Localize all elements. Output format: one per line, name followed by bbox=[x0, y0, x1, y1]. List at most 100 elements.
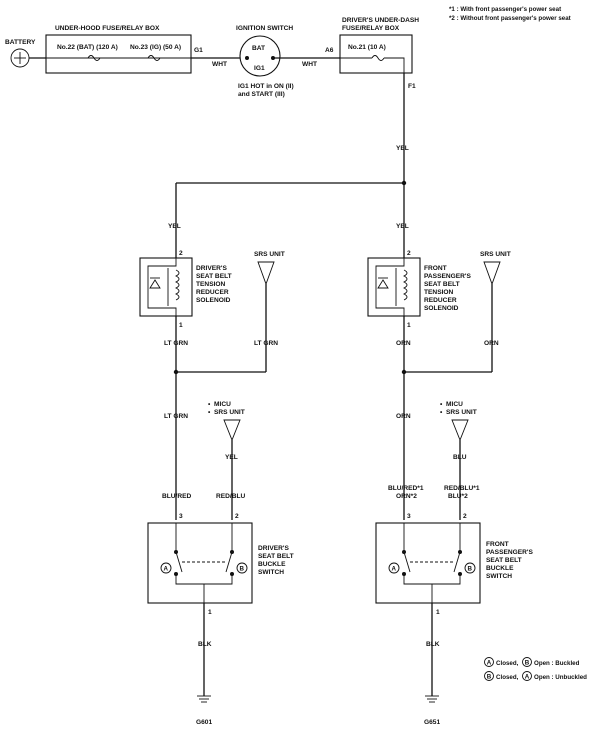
passenger-micu-label: MICU bbox=[446, 401, 463, 408]
ignition-switch-symbol bbox=[239, 35, 281, 77]
wire-label-orn-srs: ORN bbox=[484, 340, 499, 347]
passenger-solenoid-pin-2: 2 bbox=[407, 250, 411, 257]
wire-label-orn-2: ORN bbox=[396, 413, 411, 420]
passenger-solenoid-l5: REDUCER bbox=[424, 297, 457, 304]
connector-g1: G1 bbox=[194, 47, 203, 54]
passenger-solenoid-box bbox=[367, 257, 421, 317]
ignition-switch-title: IGNITION SWITCH bbox=[236, 25, 293, 32]
passenger-micu-srs-label: SRS UNIT bbox=[446, 409, 477, 416]
passenger-solenoid-pin-1: 1 bbox=[407, 322, 411, 329]
wire-label-blu-red-1: BLU/RED*1 bbox=[388, 485, 424, 492]
driver-contact-b: B bbox=[240, 566, 245, 573]
passenger-micu-bullet-2: • bbox=[440, 409, 443, 416]
driver-micu-label: MICU bbox=[214, 401, 231, 408]
passenger-srs-unit-label: SRS UNIT bbox=[480, 251, 511, 258]
driver-buckle-l2: SEAT BELT bbox=[258, 553, 294, 560]
legend-b-1: B bbox=[525, 659, 530, 666]
dash-box-title-1: DRIVER'S UNDER-DASH bbox=[342, 17, 419, 24]
wire-label-wht-1: WHT bbox=[212, 61, 227, 68]
wire-label-yel-main: YEL bbox=[396, 145, 409, 152]
wire-label-ltgrn-2: LT GRN bbox=[164, 413, 188, 420]
legend-row2-b: Open : Unbuckled bbox=[534, 674, 587, 681]
passenger-buckle-pin-1: 1 bbox=[436, 609, 440, 616]
passenger-srs-unit-symbol bbox=[483, 261, 501, 286]
passenger-contact-b-icon bbox=[464, 562, 476, 574]
passenger-buckle-l3: SEAT BELT bbox=[486, 557, 522, 564]
battery-symbol bbox=[10, 48, 30, 68]
passenger-contact-b: B bbox=[468, 566, 473, 573]
fuse-bat-label: No.22 (BAT) (120 A) bbox=[57, 44, 118, 51]
driver-buckle-l3: BUCKLE bbox=[258, 561, 286, 568]
splice-yel bbox=[401, 180, 407, 186]
passenger-buckle-switch bbox=[402, 523, 462, 603]
driver-buckle-pin-3: 3 bbox=[179, 513, 183, 520]
footnote-1: *1 : With front passenger's power seat bbox=[449, 6, 561, 13]
connector-f1: F1 bbox=[408, 83, 416, 90]
ground-g601: G601 bbox=[196, 719, 212, 726]
ground-g651: G651 bbox=[424, 719, 440, 726]
driver-srs-unit-label: SRS UNIT bbox=[254, 251, 285, 258]
underhood-fuse-box bbox=[45, 34, 192, 74]
wire-label-red-blu-1: RED/BLU*1 bbox=[444, 485, 480, 492]
splice-orn bbox=[401, 369, 407, 375]
dash-bus-b bbox=[384, 57, 405, 73]
driver-srs-unit-symbol bbox=[257, 261, 275, 286]
passenger-contact-a: A bbox=[392, 566, 397, 573]
driver-contact-a: A bbox=[164, 566, 169, 573]
legend-row1-a: Closed, bbox=[496, 660, 519, 667]
passenger-solenoid-l6: SOLENOID bbox=[424, 305, 459, 312]
driver-buckle-box bbox=[147, 522, 253, 604]
wire-label-blu-2: BLU*2 bbox=[448, 493, 468, 500]
splice-ltgrn bbox=[173, 369, 179, 375]
wire-label-yel-passenger: YEL bbox=[396, 223, 409, 230]
passenger-buckle-pin-3: 3 bbox=[407, 513, 411, 520]
driver-buckle-l4: SWITCH bbox=[258, 569, 284, 576]
driver-micu-bullet-1: • bbox=[208, 401, 211, 408]
ignition-terminal-ig1 bbox=[271, 56, 275, 60]
legend-row1-b: Open : Buckled bbox=[534, 660, 580, 667]
driver-buckle-pin-1: 1 bbox=[208, 609, 212, 616]
driver-solenoid-box bbox=[139, 257, 193, 317]
passenger-buckle-pin-2: 2 bbox=[463, 513, 467, 520]
legend-b-icon-2 bbox=[484, 671, 494, 681]
wire-label-ltgrn-srs: LT GRN bbox=[254, 340, 278, 347]
passenger-buckle-l5: SWITCH bbox=[486, 573, 512, 580]
wire-label-yel-driver: YEL bbox=[168, 223, 181, 230]
passenger-solenoid-l1: FRONT bbox=[424, 265, 447, 272]
driver-solenoid-pin-2: 2 bbox=[179, 250, 183, 257]
underhood-box-title: UNDER-HOOD FUSE/RELAY BOX bbox=[55, 25, 160, 32]
legend-a-2: A bbox=[525, 673, 530, 680]
legend-row2-a: Closed, bbox=[496, 674, 519, 681]
fuse-21-symbol bbox=[371, 55, 385, 61]
driver-solenoid-l1: DRIVER'S bbox=[196, 265, 227, 272]
passenger-buckle-l1: FRONT bbox=[486, 541, 509, 548]
passenger-solenoid-l4: TENSION bbox=[424, 289, 454, 296]
driver-buckle-switch bbox=[174, 523, 234, 603]
driver-contact-a-icon bbox=[160, 562, 172, 574]
passenger-micu-symbol bbox=[451, 419, 469, 442]
driver-solenoid-l3: TENSION bbox=[196, 281, 226, 288]
driver-micu-symbol bbox=[223, 419, 241, 442]
wire-label-blk-driver: BLK bbox=[198, 641, 212, 648]
driver-solenoid-l5: SOLENOID bbox=[196, 297, 231, 304]
driver-solenoid-pin-1: 1 bbox=[179, 322, 183, 329]
ignition-note-line1: IG1 HOT in ON (II) bbox=[238, 83, 294, 90]
wire-label-ltgrn-1: LT GRN bbox=[164, 340, 188, 347]
passenger-solenoid-coil bbox=[375, 258, 408, 316]
passenger-solenoid-l3: SEAT BELT bbox=[424, 281, 460, 288]
driver-buckle-pin-2: 2 bbox=[235, 513, 239, 520]
ignition-terminal-bat bbox=[245, 56, 249, 60]
connector-a6: A6 bbox=[325, 47, 334, 54]
wire-label-yel-micu: YEL bbox=[225, 454, 238, 461]
passenger-solenoid-l2: PASSENGER'S bbox=[424, 273, 471, 280]
legend-a-icon-1 bbox=[484, 657, 494, 667]
wire-label-red-blu: RED/BLU bbox=[216, 493, 246, 500]
ignition-ig1-label: IG1 bbox=[254, 65, 265, 72]
fuse-ig-label: No.23 (IG) (50 A) bbox=[130, 44, 181, 51]
passenger-ground-icon bbox=[425, 695, 439, 703]
wire-label-orn-1: ORN bbox=[396, 340, 411, 347]
driver-ground-icon bbox=[197, 695, 211, 703]
driver-buckle-l1: DRIVER'S bbox=[258, 545, 289, 552]
passenger-micu-bullet-1: • bbox=[440, 401, 443, 408]
